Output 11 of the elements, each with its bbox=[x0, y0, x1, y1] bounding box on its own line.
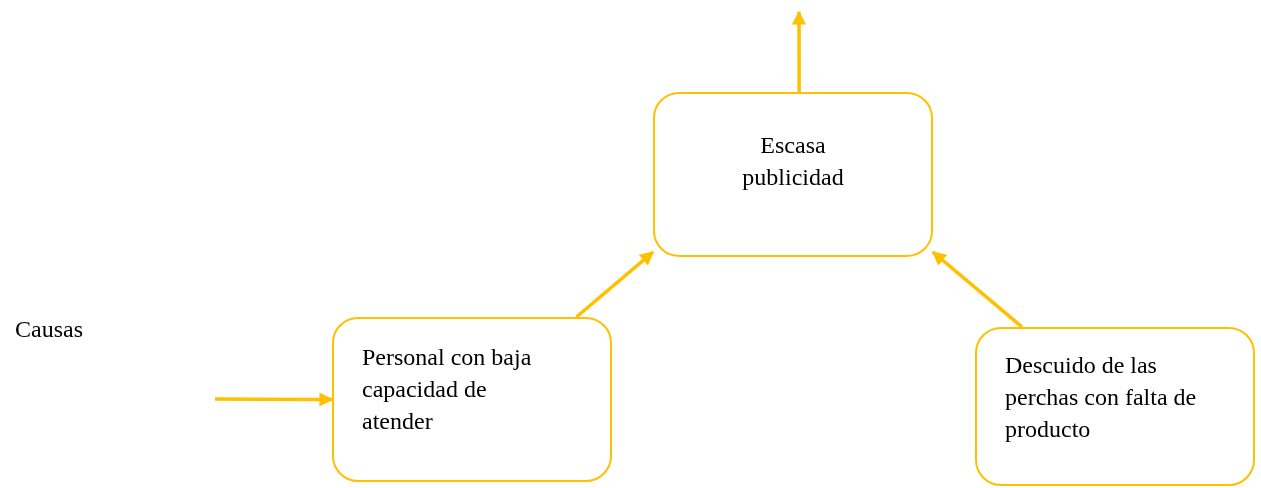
process-box bbox=[332, 317, 612, 482]
arrow bbox=[215, 392, 334, 407]
arrow bbox=[792, 10, 807, 92]
arrow bbox=[931, 250, 1024, 329]
box-text: Personal con baja capacidad de atender bbox=[362, 343, 533, 436]
process-box bbox=[975, 327, 1255, 486]
label-text: Causas bbox=[15, 315, 83, 344]
box-text: Escasa publicidad bbox=[741, 131, 845, 192]
process-box bbox=[653, 92, 933, 257]
arrow bbox=[575, 250, 655, 319]
box-text: Descuido de las perchas con falta de producto bbox=[1005, 351, 1198, 444]
